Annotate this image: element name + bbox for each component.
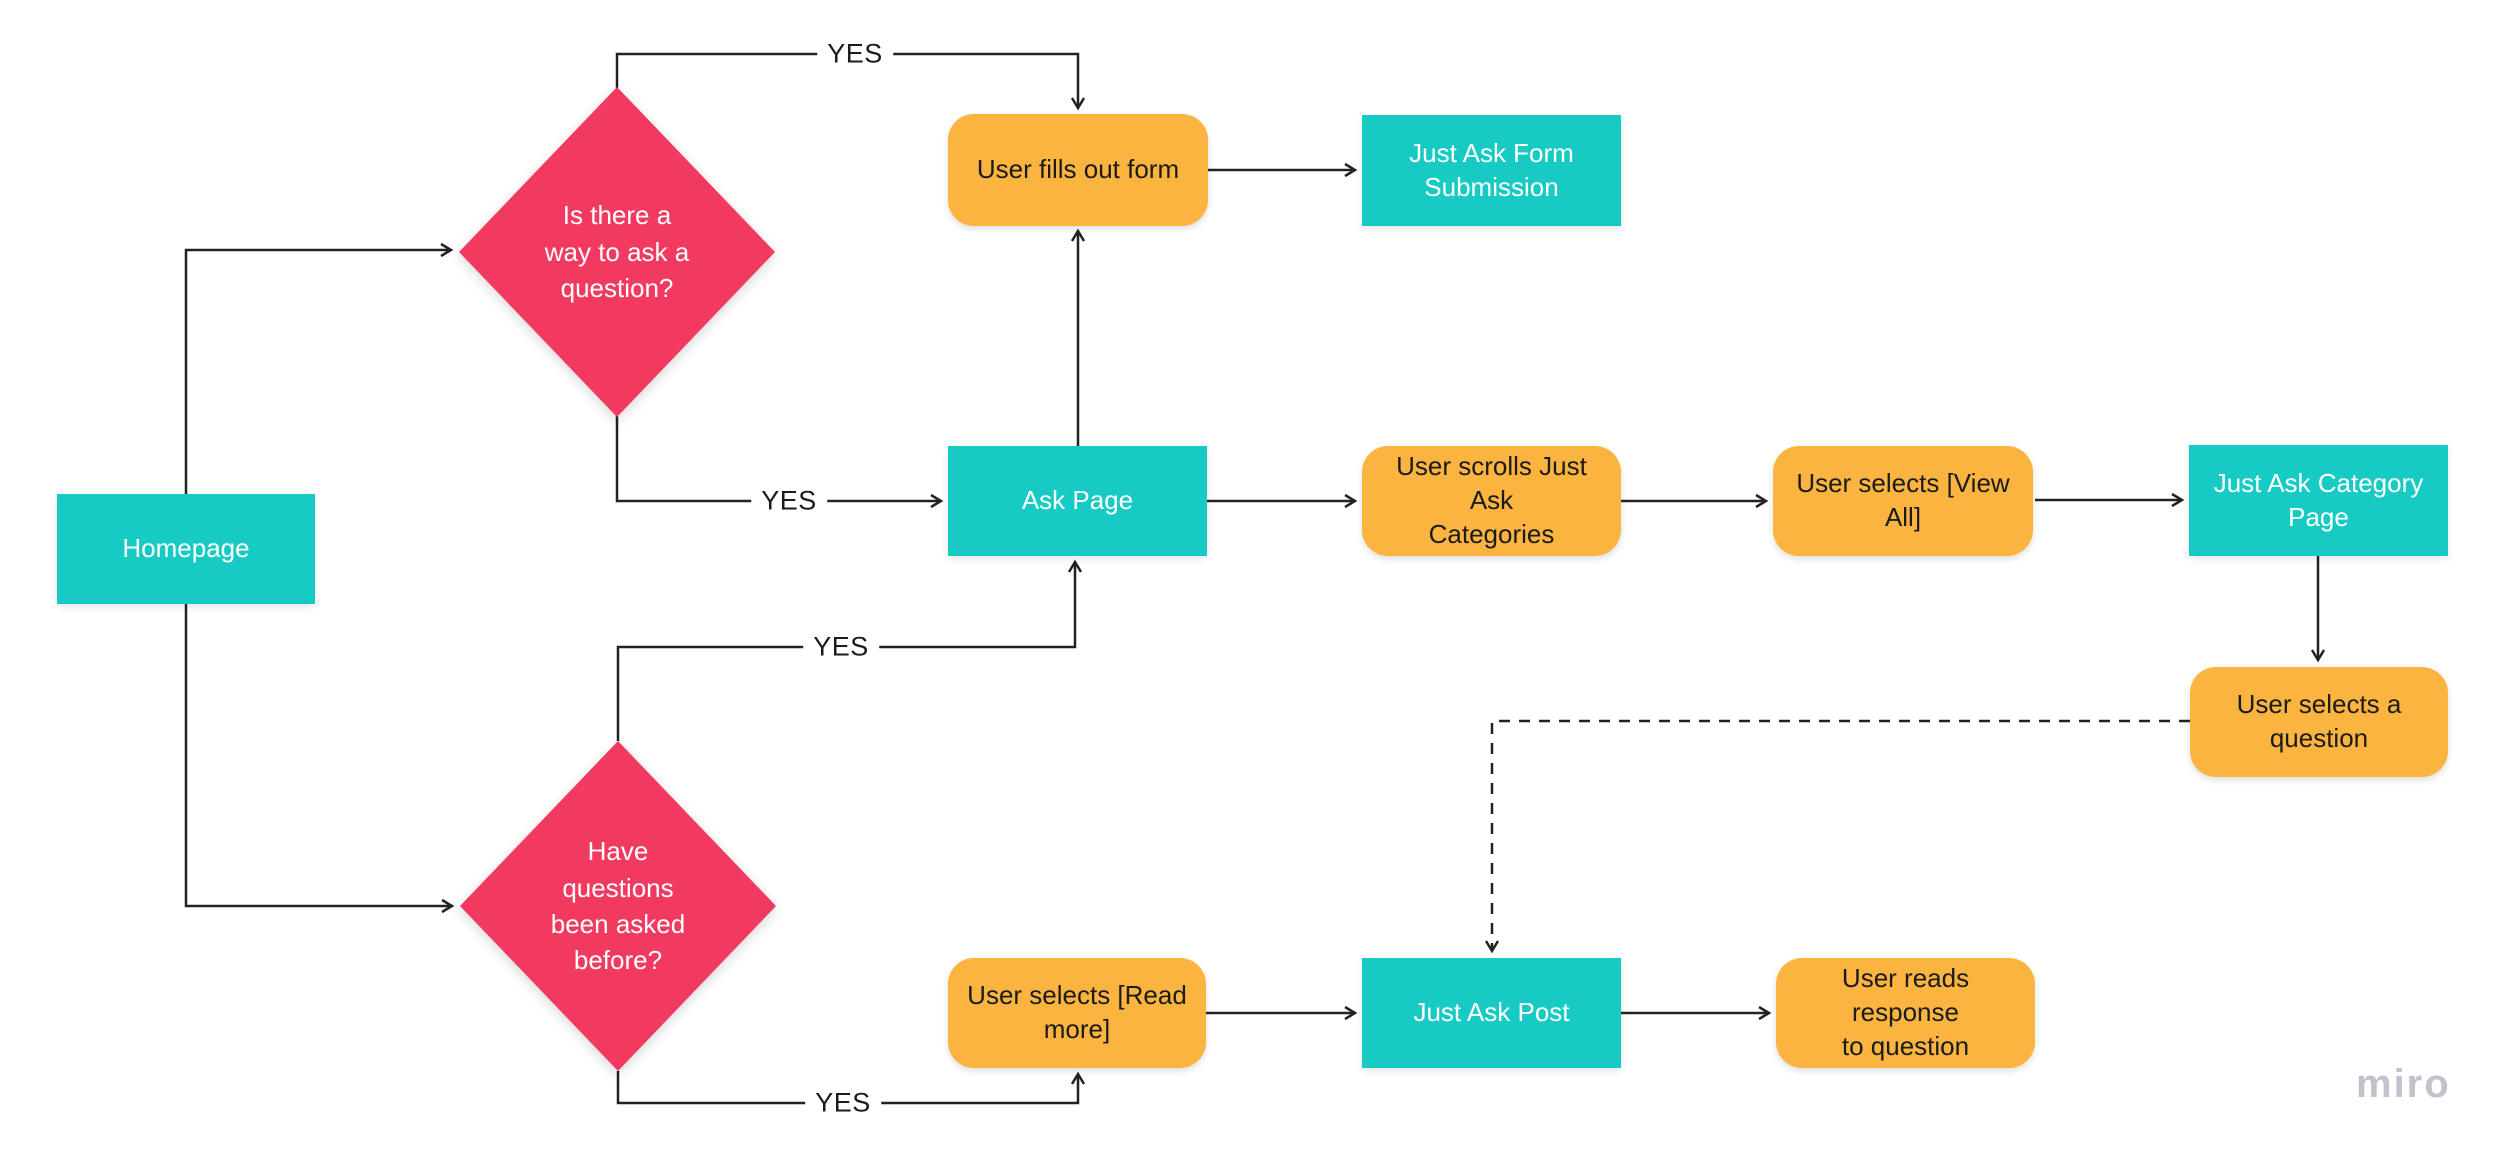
node-label: User reads response to question — [1841, 963, 1970, 1061]
edge-question-ask-yes-to-ask-page[interactable] — [615, 416, 944, 509]
node-label: User selects a question — [2236, 689, 2402, 753]
node-just-ask-category-page[interactable]: Just Ask Category Page — [2189, 445, 2448, 556]
node-label: Just Ask Category Page — [2213, 467, 2424, 532]
edge-homepage-to-question-ask[interactable] — [184, 242, 454, 494]
node-homepage[interactable]: Homepage — [57, 494, 315, 604]
node-label: Ask Page — [1021, 485, 1134, 516]
node-user-selects-a-question[interactable]: User selects a question — [2190, 667, 2448, 777]
edge-label-yes-lower[interactable]: YES — [803, 630, 879, 664]
edge-label-yes-middle[interactable]: YES — [751, 484, 827, 518]
node-user-fills-out-form[interactable]: User fills out form — [948, 114, 1208, 226]
node-user-reads-response[interactable]: User reads response to question — [1776, 958, 2035, 1068]
node-label: Just Ask Post — [1413, 997, 1570, 1028]
node-label: User selects [Read more] — [967, 980, 1187, 1044]
node-just-ask-post[interactable]: Just Ask Post — [1362, 958, 1621, 1068]
edge-label-yes-top[interactable]: YES — [817, 37, 893, 71]
node-user-selects-view-all[interactable]: User selects [View All] — [1773, 446, 2033, 556]
node-label: Homepage — [122, 533, 250, 564]
node-decision-asked-before[interactable]: Have questions been asked before? — [460, 741, 776, 1071]
edge-homepage-to-question-asked-before[interactable] — [184, 604, 455, 914]
node-user-selects-read-more[interactable]: User selects [Read more] — [948, 958, 1206, 1068]
edge-label-yes-bottom[interactable]: YES — [805, 1086, 881, 1120]
miro-logo: miro — [2356, 1062, 2451, 1106]
node-label: User scrolls Just Ask Categories — [1396, 451, 1587, 549]
node-label: Is there a way to ask a question? — [544, 200, 690, 304]
node-user-scrolls-categories[interactable]: User scrolls Just Ask Categories — [1362, 446, 1621, 556]
diamond-shape: Have questions been asked before? — [460, 741, 776, 1071]
node-label: User fills out form — [976, 154, 1180, 185]
edge-selects-question-to-just-ask-post-dashed[interactable] — [1484, 719, 2190, 954]
node-label: User selects [View All] — [1796, 468, 2010, 532]
node-label: Just Ask Form Submission — [1409, 137, 1574, 202]
node-just-ask-form-submission[interactable]: Just Ask Form Submission — [1362, 115, 1621, 226]
node-label: Have questions been asked before? — [550, 836, 686, 976]
node-decision-way-to-ask[interactable]: Is there a way to ask a question? — [459, 87, 775, 417]
node-ask-page[interactable]: Ask Page — [948, 446, 1207, 556]
diamond-shape: Is there a way to ask a question? — [459, 87, 775, 417]
